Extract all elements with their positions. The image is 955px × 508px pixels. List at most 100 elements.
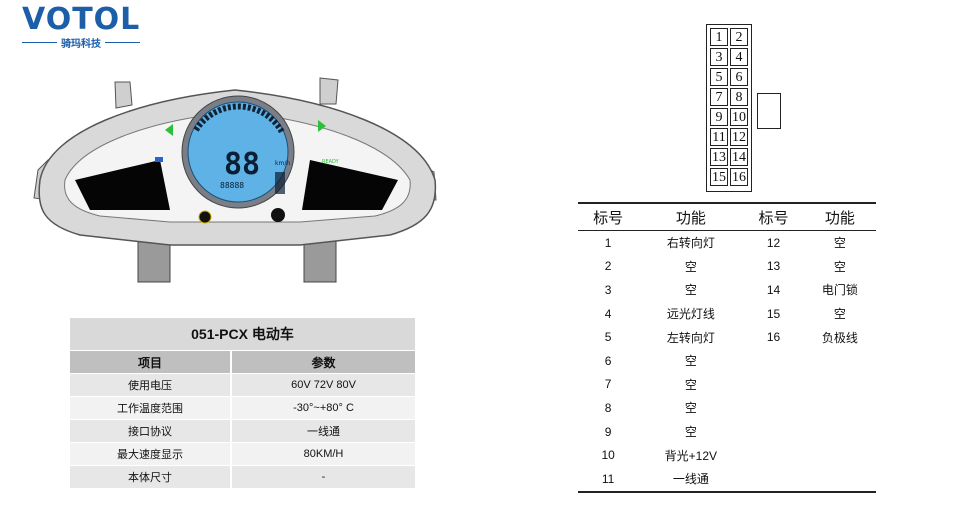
pin-number: [743, 466, 804, 493]
right-turn-indicator-icon: [318, 120, 326, 132]
pin-function: 空: [684, 354, 697, 369]
pin-function: 电门锁: [821, 283, 858, 298]
pin-label: 11: [710, 128, 728, 146]
pin-function: 负极线: [821, 330, 858, 345]
spec-value: 60V 72V 80V: [231, 373, 415, 397]
pin-number: 1: [604, 235, 612, 250]
pin-number: 5: [604, 330, 612, 345]
pin-function: 空: [833, 259, 846, 274]
pin-label: 5: [710, 68, 728, 86]
dashboard-meter-image: 88 km/h 88888 READY: [33, 77, 437, 283]
mount-tab-left: [114, 81, 133, 109]
pin-function: 空: [833, 236, 846, 251]
spec-item: 使用电压: [70, 373, 232, 397]
spec-row: 本体尺寸 -: [70, 465, 415, 489]
pin-number: 2: [604, 259, 612, 274]
pinout-header-num: 标号: [578, 202, 639, 231]
spec-value: 80KM/H: [231, 442, 415, 466]
pin-number: 11: [578, 466, 639, 493]
pinout-row: 4 远光灯线 15 空: [578, 302, 876, 326]
pin-function: [803, 466, 876, 493]
spec-row: 工作温度范围 -30°~+80° C: [70, 396, 415, 420]
pin-number: [743, 420, 803, 444]
pin-number: 9: [604, 424, 612, 439]
pin-number: 13: [766, 259, 781, 274]
pin-number: 4: [604, 306, 612, 321]
pin-function: 空: [684, 283, 697, 298]
pinout-header-num: 标号: [743, 202, 804, 231]
pinout-header-row: 标号 功能 标号 功能: [578, 202, 876, 231]
pinout-row: 5 左转向灯 16 负极线: [578, 325, 876, 349]
spec-header-row: 项目 参数: [70, 350, 415, 374]
pin-function: 空: [833, 307, 846, 322]
connector-latch: [757, 93, 781, 129]
pin-function: 一线通: [638, 466, 744, 493]
ready-indicator: READY: [322, 159, 340, 165]
right-panel: [302, 160, 398, 210]
lcd-odometer: 88888: [220, 181, 244, 190]
spec-title-row: 051-PCX 电动车: [70, 318, 415, 351]
pin-function: [804, 420, 876, 444]
spec-header-item: 项目: [70, 350, 232, 374]
pin-function: 右转向灯: [666, 236, 715, 251]
spec-row: 接口协议 一线通: [70, 419, 415, 443]
left-turn-indicator-icon: [165, 124, 173, 136]
pin-function: 远光灯线: [666, 307, 715, 322]
logo-subtitle-text: 骑玛科技: [61, 39, 101, 50]
pin-label: 7: [710, 88, 728, 106]
logo-line-left: [22, 42, 57, 43]
brand-logo: VOTOL 骑玛科技: [22, 2, 140, 50]
spec-table: 051-PCX 电动车 项目 参数 使用电压 60V 72V 80V 工作温度范…: [70, 318, 415, 489]
lcd-battery-bars: [275, 172, 285, 194]
pin-function: 空: [684, 377, 697, 392]
pin-label: 15: [710, 168, 728, 186]
spec-header-param: 参数: [231, 350, 415, 374]
pin-label: 10: [730, 108, 748, 126]
spec-row: 使用电压 60V 72V 80V: [70, 373, 415, 397]
lcd-screen: [187, 101, 289, 203]
lcd-speed-arc: [193, 103, 285, 134]
pinout-header-func: 功能: [803, 202, 876, 231]
pin-number: 15: [766, 306, 781, 321]
pin-label: 13: [710, 148, 728, 166]
bracket-right: [303, 239, 337, 283]
pinout-header-func: 功能: [638, 202, 744, 231]
pin-label: 16: [730, 168, 748, 186]
pin-label: 4: [730, 48, 748, 66]
spec-item: 最大速度显示: [70, 442, 232, 466]
pin-function: 背光+12V: [664, 448, 718, 463]
spec-row: 最大速度显示 80KM/H: [70, 442, 415, 466]
pin-function: [804, 373, 876, 397]
spec-value: 一线通: [231, 419, 415, 443]
pin-number: 10: [601, 448, 615, 463]
pin-number: [743, 396, 803, 420]
pin-number: 7: [604, 377, 612, 392]
mode-button-icon: [198, 210, 212, 224]
pin-number: [743, 443, 803, 467]
spec-item: 接口协议: [70, 419, 232, 443]
pin-number: 3: [604, 282, 612, 297]
pinout-row: 10 背光+12V: [578, 443, 876, 467]
pin-number: [743, 349, 803, 373]
logo-subtitle: 骑玛科技: [22, 35, 140, 50]
pin-function: [804, 349, 876, 373]
pin-label: 2: [730, 28, 748, 46]
bracket-left: [137, 239, 171, 283]
pin-function: 左转向灯: [666, 330, 715, 345]
pin-number: 8: [604, 400, 612, 415]
pin-function: [804, 396, 876, 420]
lcd-speed-unit: km/h: [275, 160, 290, 167]
pin-label: 8: [730, 88, 748, 106]
pin-number: 16: [766, 330, 781, 345]
lcd-speed-digits: 88: [224, 147, 260, 182]
pin-number: 6: [604, 353, 612, 368]
pin-label: 12: [730, 128, 748, 146]
